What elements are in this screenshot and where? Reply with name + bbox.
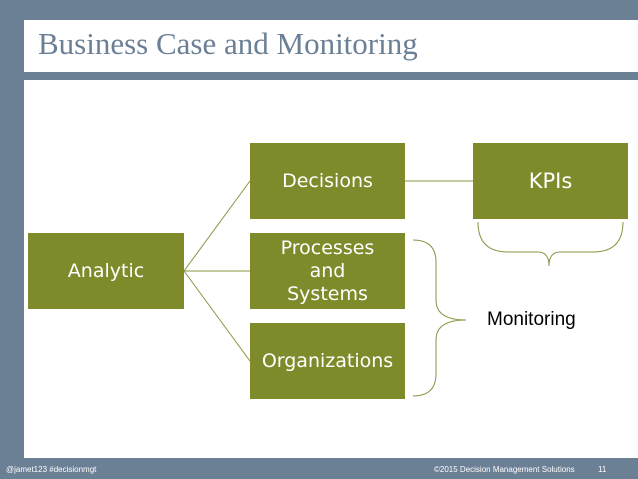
kpi-brace (477, 221, 624, 267)
title-bar: Business Case and Monitoring (24, 20, 638, 72)
monitoring-label: Monitoring (487, 309, 576, 330)
analytic-label: Analytic (67, 260, 145, 282)
decisions-label: Decisions (282, 170, 373, 192)
footer-handle: @jamet123 #decisionmgt (6, 465, 97, 474)
footer-copyright: ©2015 Decision Management Solutions (434, 465, 575, 474)
monitoring-brace (412, 239, 467, 397)
processes-label: Processes and Systems (280, 236, 375, 305)
slide-title: Business Case and Monitoring (38, 26, 418, 61)
kpis-label: KPIs (528, 169, 573, 193)
organizations-box: Organizations (250, 323, 405, 399)
connector-analytic-decisions (183, 180, 251, 272)
connector-analytic-organizations (183, 270, 251, 362)
footer-page-number: 11 (598, 465, 607, 474)
kpis-box: KPIs (473, 143, 628, 219)
analytic-box: Analytic (28, 233, 184, 309)
organizations-label: Organizations (261, 350, 394, 372)
processes-box: Processes and Systems (250, 233, 405, 309)
decisions-box: Decisions (250, 143, 405, 219)
